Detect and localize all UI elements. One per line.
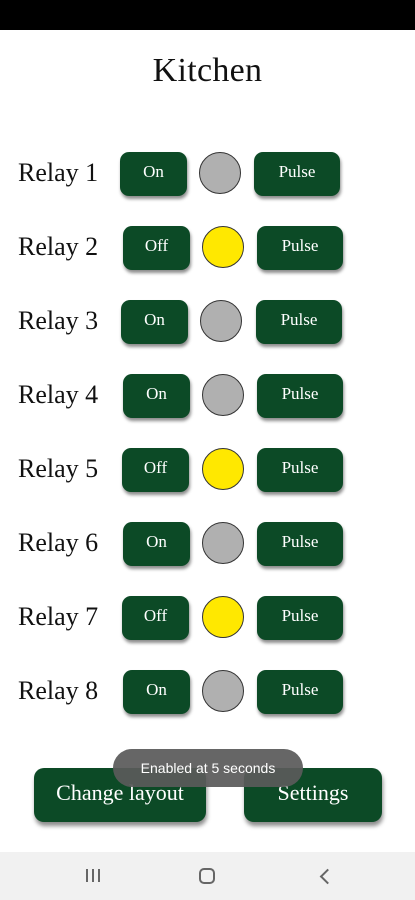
relay-7-status-indicator xyxy=(202,596,244,638)
relay-row-8: Relay 8 On Pulse xyxy=(0,670,415,716)
relay-label: Relay 6 xyxy=(18,528,99,557)
home-icon[interactable] xyxy=(199,868,215,884)
relay-5-status-indicator xyxy=(202,448,244,490)
relay-6-status-indicator xyxy=(202,522,244,564)
relay-row-4: Relay 4 On Pulse xyxy=(0,374,415,420)
relay-7-pulse-button[interactable]: Pulse xyxy=(257,596,343,640)
relay-4-pulse-button[interactable]: Pulse xyxy=(257,374,343,418)
relay-label: Relay 5 xyxy=(18,454,99,483)
relay-8-pulse-button[interactable]: Pulse xyxy=(257,670,343,714)
toast-message: Enabled at 5 seconds xyxy=(113,749,303,787)
navigation-bar xyxy=(0,852,415,900)
page-title: Kitchen xyxy=(152,52,263,89)
relay-1-status-indicator xyxy=(199,152,241,194)
relay-label: Relay 2 xyxy=(18,232,99,261)
relay-row-6: Relay 6 On Pulse xyxy=(0,522,415,568)
relay-row-5: Relay 5 Off Pulse xyxy=(0,448,415,494)
relay-2-status-indicator xyxy=(202,226,244,268)
relay-row-2: Relay 2 Off Pulse xyxy=(0,226,415,272)
back-icon[interactable] xyxy=(317,866,333,886)
relay-label: Relay 7 xyxy=(18,602,99,631)
relay-row-1: Relay 1 On Pulse xyxy=(0,152,415,198)
relay-1-pulse-button[interactable]: Pulse xyxy=(254,152,340,196)
relay-6-toggle-button[interactable]: On xyxy=(123,522,190,566)
relay-4-toggle-button[interactable]: On xyxy=(123,374,190,418)
recent-apps-icon[interactable] xyxy=(84,866,102,886)
relay-4-status-indicator xyxy=(202,374,244,416)
relay-6-pulse-button[interactable]: Pulse xyxy=(257,522,343,566)
relay-label: Relay 3 xyxy=(18,306,99,335)
relay-3-toggle-button[interactable]: On xyxy=(121,300,188,344)
relay-8-status-indicator xyxy=(202,670,244,712)
relay-1-toggle-button[interactable]: On xyxy=(120,152,187,196)
relay-label: Relay 8 xyxy=(18,676,99,705)
relay-5-toggle-button[interactable]: Off xyxy=(122,448,189,492)
status-bar xyxy=(0,0,415,30)
relay-3-pulse-button[interactable]: Pulse xyxy=(256,300,342,344)
relay-label: Relay 4 xyxy=(18,380,99,409)
relay-8-toggle-button[interactable]: On xyxy=(123,670,190,714)
relay-5-pulse-button[interactable]: Pulse xyxy=(257,448,343,492)
relay-2-toggle-button[interactable]: Off xyxy=(123,226,190,270)
relay-3-status-indicator xyxy=(200,300,242,342)
relay-label: Relay 1 xyxy=(18,158,99,187)
relay-row-3: Relay 3 On Pulse xyxy=(0,300,415,346)
relay-row-7: Relay 7 Off Pulse xyxy=(0,596,415,642)
relay-7-toggle-button[interactable]: Off xyxy=(122,596,189,640)
relay-2-pulse-button[interactable]: Pulse xyxy=(257,226,343,270)
